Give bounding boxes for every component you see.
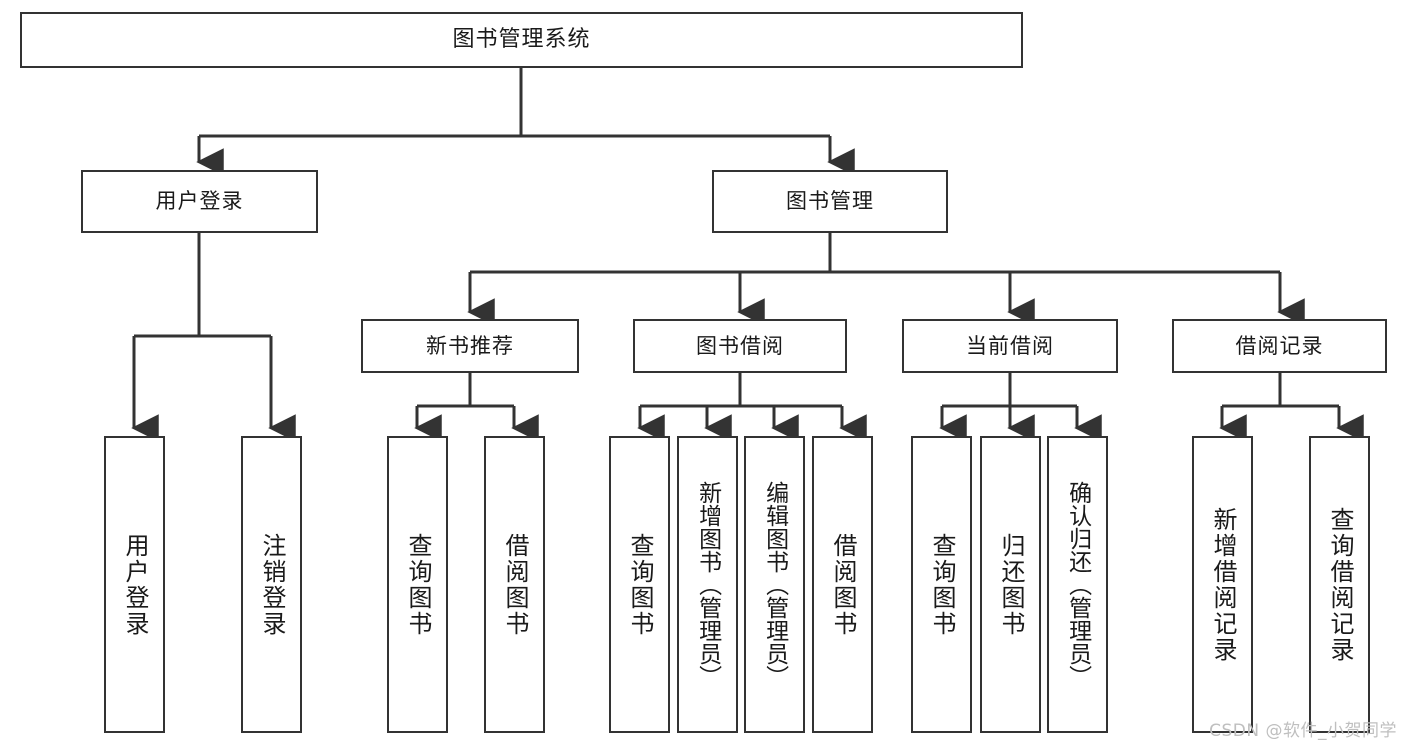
node-root-label: 图书管理系统 — [452, 27, 591, 52]
node-leaf-user-login-2[interactable]: 注销登录 — [241, 436, 302, 733]
csdn-watermark: CSDN @软件_小贺同学 — [1209, 721, 1397, 741]
node-book-borrow-label: 图书借阅 — [696, 333, 784, 358]
node-leaf-new-book-1[interactable]: 查询图书 — [387, 436, 448, 733]
node-leaf-book-borrow-4[interactable]: 借阅图书 — [812, 436, 873, 733]
node-leaf-book-borrow-2[interactable]: 新增图书（管理员） — [677, 436, 738, 733]
node-leaf-current-borrow-3-label: 确认归还（管理员） — [1064, 481, 1091, 688]
node-leaf-current-borrow-3[interactable]: 确认归还（管理员） — [1047, 436, 1108, 733]
node-borrow-record[interactable]: 借阅记录 — [1172, 319, 1387, 373]
node-leaf-new-book-2[interactable]: 借阅图书 — [484, 436, 545, 733]
node-current-borrow-label: 当前借阅 — [966, 333, 1054, 358]
node-leaf-book-borrow-3-label: 编辑图书（管理员） — [761, 481, 788, 688]
node-leaf-borrow-record-2-label: 查询借阅记录 — [1325, 506, 1354, 663]
node-current-borrow[interactable]: 当前借阅 — [902, 319, 1118, 373]
node-new-book-recommend[interactable]: 新书推荐 — [361, 319, 579, 373]
node-leaf-borrow-record-2[interactable]: 查询借阅记录 — [1309, 436, 1370, 733]
node-leaf-current-borrow-1[interactable]: 查询图书 — [911, 436, 972, 733]
node-book-manage[interactable]: 图书管理 — [712, 170, 948, 233]
node-leaf-new-book-2-label: 借阅图书 — [500, 532, 529, 637]
node-book-manage-label: 图书管理 — [786, 189, 874, 213]
node-leaf-book-borrow-4-label: 借阅图书 — [828, 532, 857, 637]
node-leaf-book-borrow-2-label: 新增图书（管理员） — [694, 481, 721, 688]
node-leaf-current-borrow-1-label: 查询图书 — [927, 532, 956, 637]
node-leaf-current-borrow-2-label: 归还图书 — [996, 532, 1025, 637]
node-user-login-label: 用户登录 — [155, 189, 244, 213]
node-leaf-current-borrow-2[interactable]: 归还图书 — [980, 436, 1041, 733]
node-root-system[interactable]: 图书管理系统 — [20, 12, 1023, 68]
node-leaf-user-login-1[interactable]: 用户登录 — [104, 436, 165, 733]
node-leaf-borrow-record-1-label: 新增借阅记录 — [1208, 506, 1237, 663]
node-leaf-book-borrow-1-label: 查询图书 — [625, 532, 654, 637]
node-leaf-user-login-2-label: 注销登录 — [257, 532, 286, 637]
node-leaf-borrow-record-1[interactable]: 新增借阅记录 — [1192, 436, 1253, 733]
node-borrow-record-label: 借阅记录 — [1235, 333, 1324, 358]
node-new-book-recommend-label: 新书推荐 — [426, 333, 514, 358]
node-book-borrow[interactable]: 图书借阅 — [633, 319, 847, 373]
node-leaf-user-login-1-label: 用户登录 — [120, 532, 149, 637]
node-leaf-new-book-1-label: 查询图书 — [403, 532, 432, 637]
node-leaf-book-borrow-3[interactable]: 编辑图书（管理员） — [744, 436, 805, 733]
node-user-login[interactable]: 用户登录 — [81, 170, 318, 233]
node-leaf-book-borrow-1[interactable]: 查询图书 — [609, 436, 670, 733]
